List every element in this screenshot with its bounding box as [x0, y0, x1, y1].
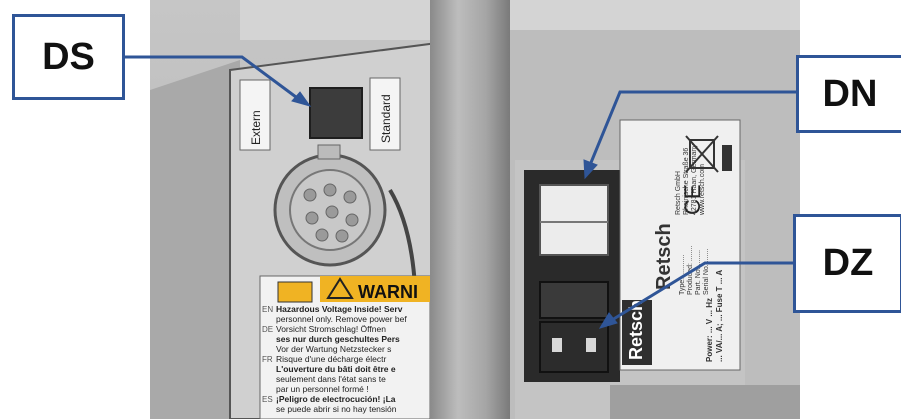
connector-cap-hinge [318, 145, 340, 159]
warning-line: Vor der Wartung Netzstecker s [276, 344, 391, 354]
nameplate-brand: Retsch [653, 223, 675, 290]
nameplate-power-line: Power: ... V ... Hz [705, 298, 714, 362]
nameplate-company-line: Retsch GmbH [675, 171, 682, 215]
dn-power-switch[interactable] [540, 185, 608, 255]
left-housing [150, 60, 240, 419]
bottom-frame [610, 385, 800, 419]
power-inlet[interactable] [540, 322, 608, 372]
warning-line: ¡Peligro de electrocución! ¡La [276, 394, 396, 404]
warning-line: Vorsicht Stromschlag! Öffnen [276, 324, 386, 334]
warning-line: Hazardous Voltage Inside! Serv [276, 304, 403, 314]
nameplate-company-line: 42781 Haan, Germany [691, 144, 698, 215]
nameplate-field-line: Serial No. ....... [703, 249, 710, 295]
switch-label-extern: Extern [249, 110, 263, 145]
callout-dn: DN [796, 55, 901, 133]
ds-switch[interactable] [310, 88, 362, 138]
warning-line: se puede abrir si no hay tensión [276, 404, 397, 414]
warning-line: Risque d'une décharge électr [276, 354, 386, 364]
warning-line: par un personnel formé ! [276, 384, 369, 394]
warning-lang-tag: FR [262, 355, 273, 364]
dz-fuse-holder[interactable] [540, 282, 608, 318]
callout-ds: DS [12, 14, 125, 100]
warning-header: WARNI [358, 282, 418, 302]
weee-bar [722, 145, 732, 171]
switch-label-standard: Standard [379, 94, 393, 143]
nameplate-field-line: Part. No. ........ [695, 250, 702, 295]
warning-line: ses nur durch geschultes Pers [276, 334, 400, 344]
warning-lang-tag: ES [262, 395, 273, 404]
callout-dz: DZ [793, 214, 901, 313]
nameplate-power-line: ... VA/... A; ... Fuse T ... A [715, 270, 724, 362]
warning-lang-tag: EN [262, 305, 273, 314]
warning-lang-tag: DE [262, 325, 273, 334]
nameplate-company-line: www.retsch.com [699, 164, 706, 216]
nameplate-company-line: Rheinische Straße 36 [683, 148, 690, 215]
warning-line: L'ouverture du bâti doit être e [276, 364, 396, 374]
support-pole [430, 0, 510, 419]
warning-line: personnel only. Remove power bef [276, 314, 407, 324]
warning-line: seulement dans l'état sans te [276, 374, 386, 384]
warning-pictogram [278, 282, 312, 302]
